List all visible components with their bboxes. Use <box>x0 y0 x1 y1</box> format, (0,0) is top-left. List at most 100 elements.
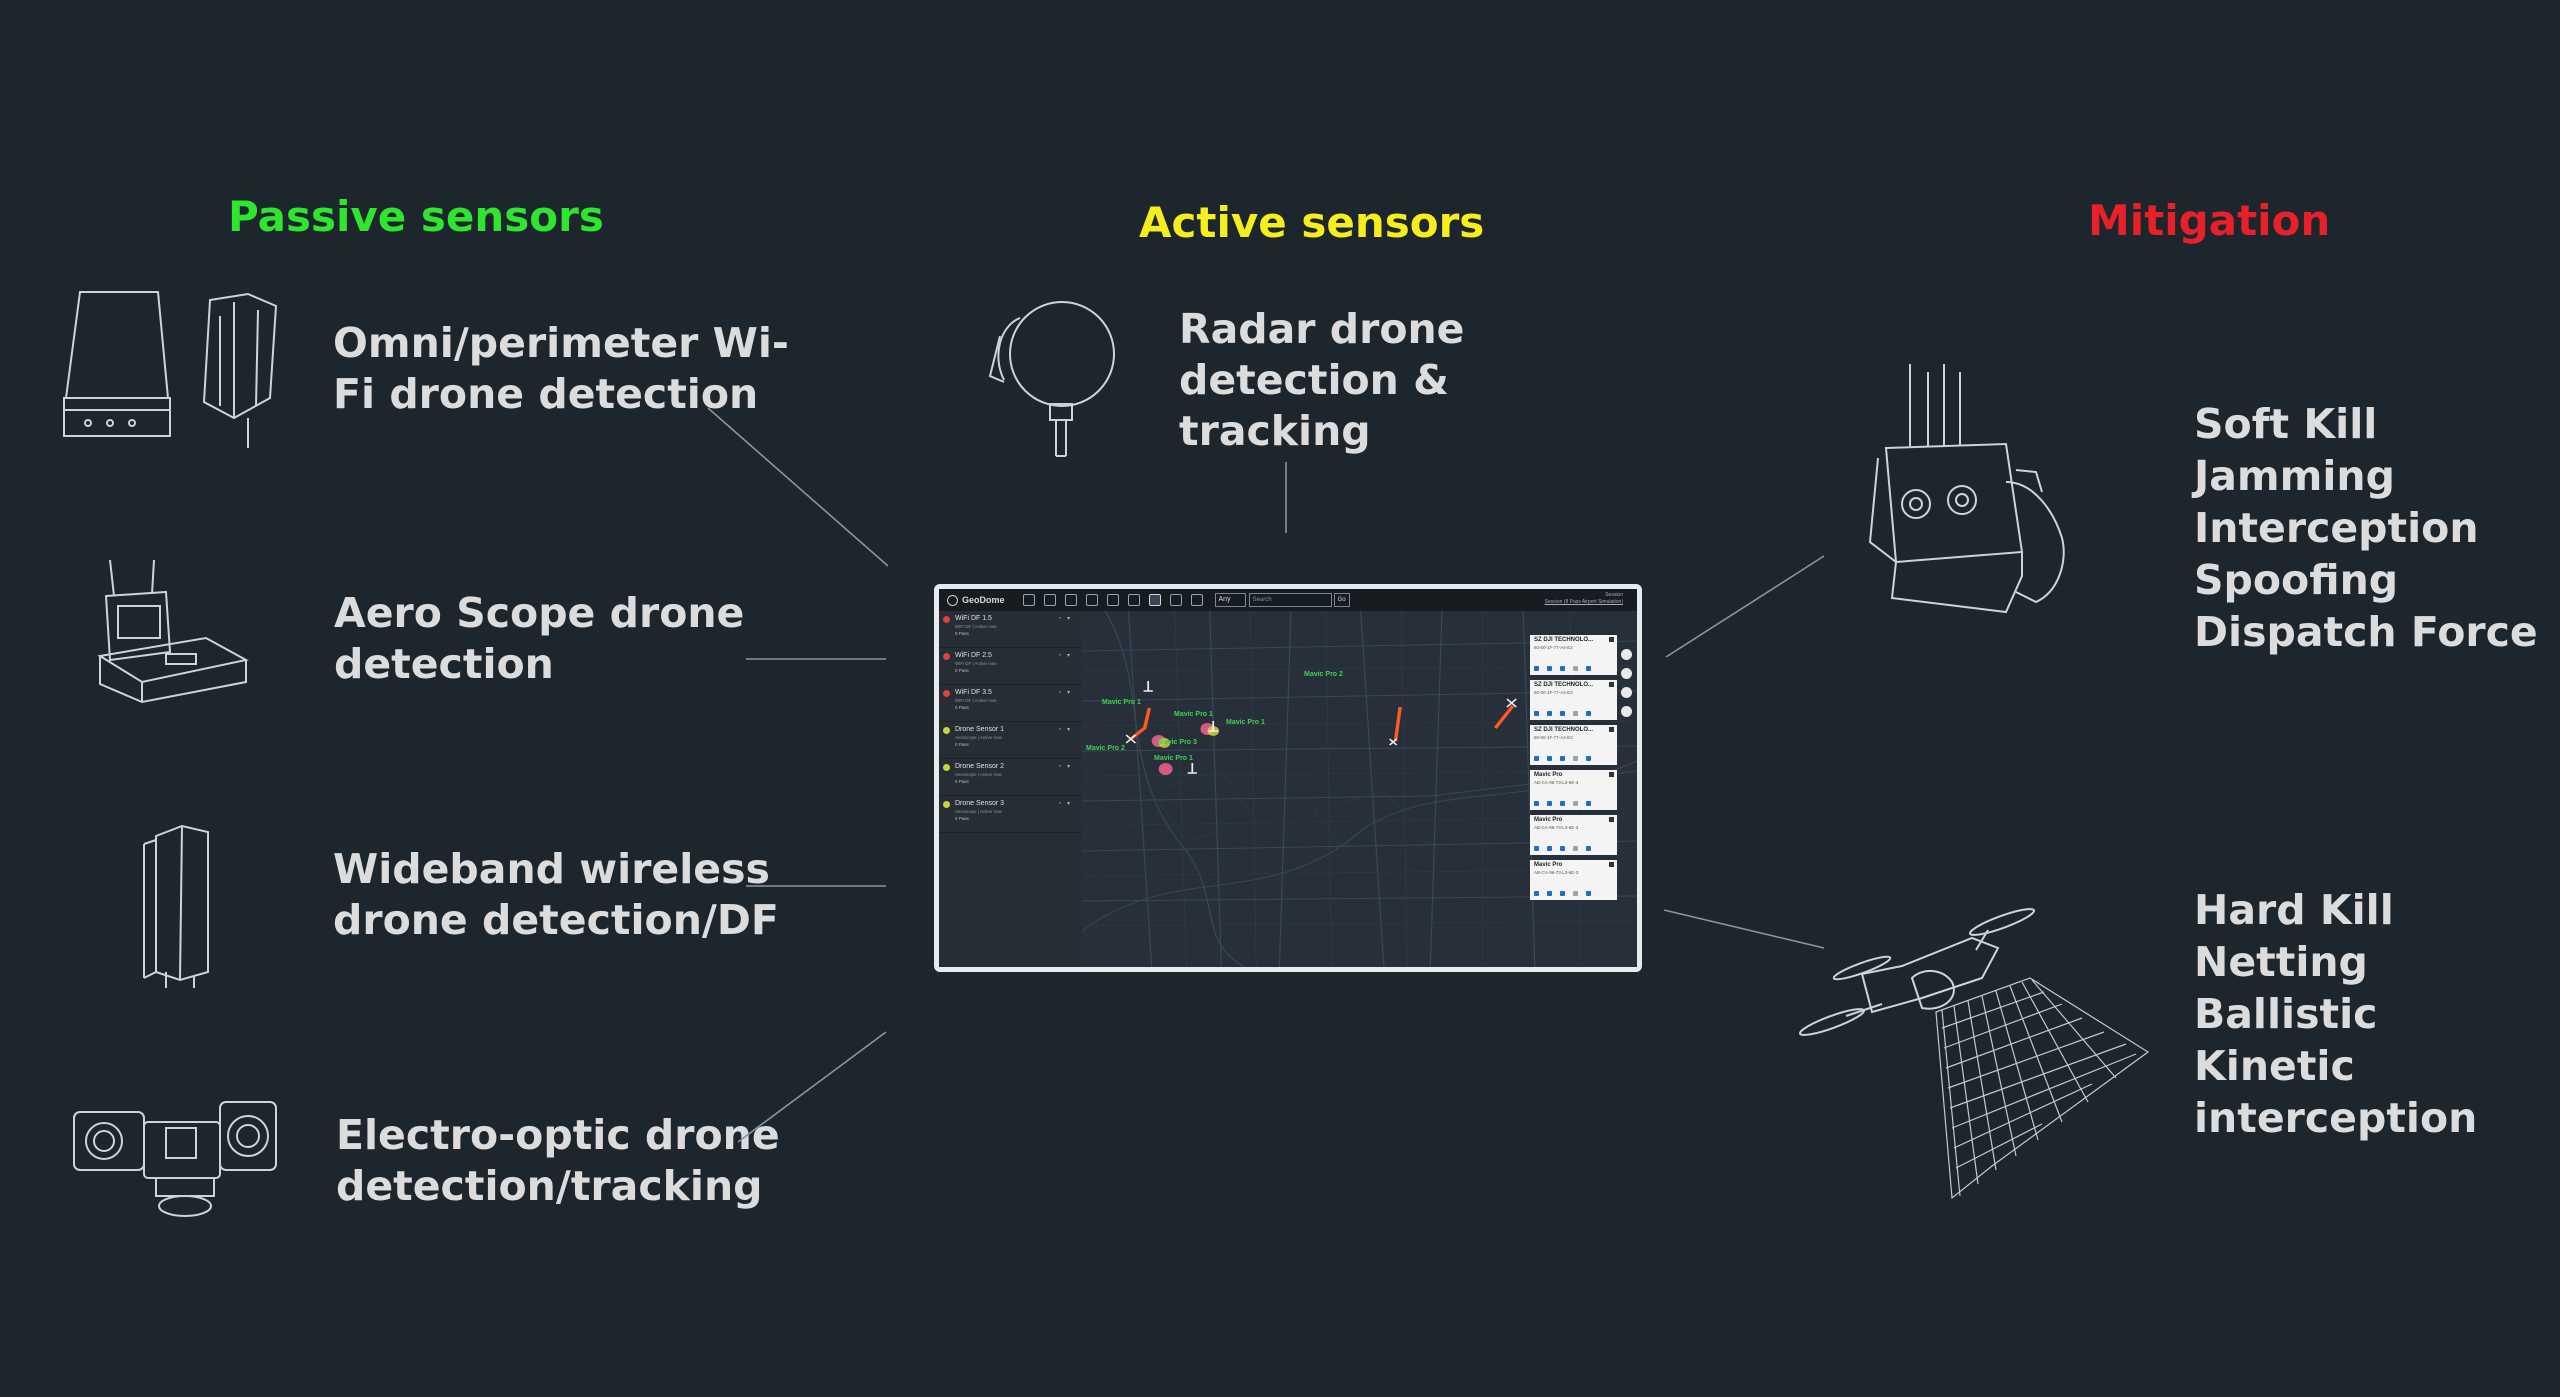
radar-icon <box>988 301 1115 457</box>
wifi-icon[interactable] <box>1190 594 1203 606</box>
toolbar-icons <box>1022 594 1203 606</box>
sensor-pass-count: 0 Pass <box>955 742 969 747</box>
drone-icon[interactable] <box>1148 594 1161 606</box>
wifi-sensor-unit-icon <box>63 291 278 448</box>
sensor-controls-icon[interactable]: ◔ ▾ <box>1057 764 1072 770</box>
sensor-subtitle: Aeroscope | Active now <box>955 809 1002 814</box>
jam-icon[interactable] <box>1560 801 1565 806</box>
jam-icon[interactable] <box>1560 846 1565 851</box>
open-icon[interactable] <box>1586 666 1591 671</box>
open-icon[interactable] <box>1586 801 1591 806</box>
edit-icon[interactable] <box>1609 772 1614 777</box>
locate-icon[interactable] <box>1534 891 1539 896</box>
search-input[interactable]: Search <box>1248 593 1332 607</box>
download-icon[interactable] <box>1547 801 1552 806</box>
session-info: Session Session (8 Pass Airport Simulati… <box>1544 592 1623 605</box>
bell-icon[interactable] <box>1106 594 1119 606</box>
history-icon[interactable] <box>1043 594 1056 606</box>
locate-icon[interactable] <box>1534 711 1539 716</box>
detection-title: Mavic Pro <box>1534 772 1563 778</box>
jam-icon[interactable] <box>1560 756 1565 761</box>
open-icon[interactable] <box>1586 711 1591 716</box>
zoom-in-button[interactable] <box>1621 649 1632 660</box>
expand-icon[interactable] <box>1573 891 1578 896</box>
download-icon[interactable] <box>1547 846 1552 851</box>
card-actions <box>1534 846 1591 851</box>
locate-icon[interactable] <box>1534 846 1539 851</box>
locate-icon[interactable] <box>1534 801 1539 806</box>
filter-select[interactable]: Any <box>1214 593 1246 607</box>
map-label: Mavic Pro 1 <box>1102 699 1141 706</box>
locate-icon[interactable] <box>1534 666 1539 671</box>
sensor-pass-count: 0 Pass <box>955 705 969 710</box>
detection-card[interactable]: SZ DJI TECHNOLO...60-60-1F-77-A4-E2 <box>1530 725 1617 765</box>
download-icon[interactable] <box>1547 756 1552 761</box>
detection-mac: 60-60-1F-77-A4-E2 <box>1534 735 1573 740</box>
open-icon[interactable] <box>1586 891 1591 896</box>
download-icon[interactable] <box>1547 666 1552 671</box>
layers-button[interactable] <box>1621 687 1632 698</box>
edit-icon[interactable] <box>1609 682 1614 687</box>
jammer-icon <box>1868 364 2065 614</box>
connector-hard-kill <box>1663 909 1825 949</box>
expand-icon[interactable] <box>1573 711 1578 716</box>
edit-icon[interactable] <box>1609 637 1614 642</box>
open-icon[interactable] <box>1586 846 1591 851</box>
sensor-controls-icon[interactable]: ◔ ▾ <box>1057 690 1072 696</box>
edit-icon[interactable] <box>1609 817 1614 822</box>
map-area[interactable]: Mavic Pro 1 Mavic Pro 2 Mavic Pro 1 Mavi… <box>1081 610 1637 967</box>
expand-icon[interactable] <box>1573 801 1578 806</box>
locate-button[interactable] <box>1621 706 1632 717</box>
zoom-out-button[interactable] <box>1621 668 1632 679</box>
jam-icon[interactable] <box>1560 666 1565 671</box>
connector-wifi <box>707 407 889 567</box>
detection-title: Mavic Pro <box>1534 817 1563 823</box>
edit-icon[interactable] <box>1609 727 1614 732</box>
edit-icon[interactable] <box>1609 862 1614 867</box>
sensor-pass-count: 0 Pass <box>955 668 969 673</box>
download-icon[interactable] <box>1547 711 1552 716</box>
expand-icon[interactable] <box>1573 846 1578 851</box>
sensor-name: Drone Sensor 1 <box>955 726 1005 733</box>
mitigation-hard-kill: Hard Kill Netting Ballistic Kinetic inte… <box>2194 886 2478 1142</box>
sensor-subtitle: WiFi DF | Active now <box>955 698 997 703</box>
sensor-controls-icon[interactable]: ◔ ▾ <box>1057 727 1072 733</box>
radio-icon[interactable] <box>1022 594 1035 606</box>
report-icon[interactable] <box>1085 594 1098 606</box>
expand-icon[interactable] <box>1573 756 1578 761</box>
sensor-name: WiFi DF 1.5 <box>955 615 992 622</box>
detection-cards: SZ DJI TECHNOLO...60-60-1F-77-A4-E2 SZ DJ… <box>1530 635 1617 905</box>
tower-icon[interactable] <box>1169 594 1182 606</box>
locate-icon[interactable] <box>1534 756 1539 761</box>
sensor-name: WiFi DF 3.5 <box>955 689 992 696</box>
go-button[interactable]: Go <box>1333 593 1350 607</box>
open-icon[interactable] <box>1586 756 1591 761</box>
detection-card[interactable]: SZ DJI TECHNOLO...60-60-1F-77-A4-E2 <box>1530 635 1617 675</box>
passive-sensors-heading: Passive sensors <box>228 192 604 241</box>
sensor-controls-icon[interactable]: ◔ ▾ <box>1057 801 1072 807</box>
sensor-status-icon <box>943 653 950 660</box>
connector-eo <box>737 1031 887 1143</box>
search-icon[interactable] <box>1064 594 1077 606</box>
detection-card[interactable]: SZ DJI TECHNOLO...60-60-1F-77-A4-E2 <box>1530 680 1617 720</box>
sensor-controls-icon[interactable]: ◔ ▾ <box>1057 616 1072 622</box>
grid-icon[interactable] <box>1127 594 1140 606</box>
jam-icon[interactable] <box>1560 711 1565 716</box>
download-icon[interactable] <box>1547 891 1552 896</box>
sensor-subtitle: WiFi DF | Active now <box>955 661 997 666</box>
expand-icon[interactable] <box>1573 666 1578 671</box>
jam-icon[interactable] <box>1560 891 1565 896</box>
sensor-controls-icon[interactable]: ◔ ▾ <box>1057 653 1072 659</box>
monitor-frame: GeoDome Any Search Go Session Session (8… <box>934 584 1642 972</box>
